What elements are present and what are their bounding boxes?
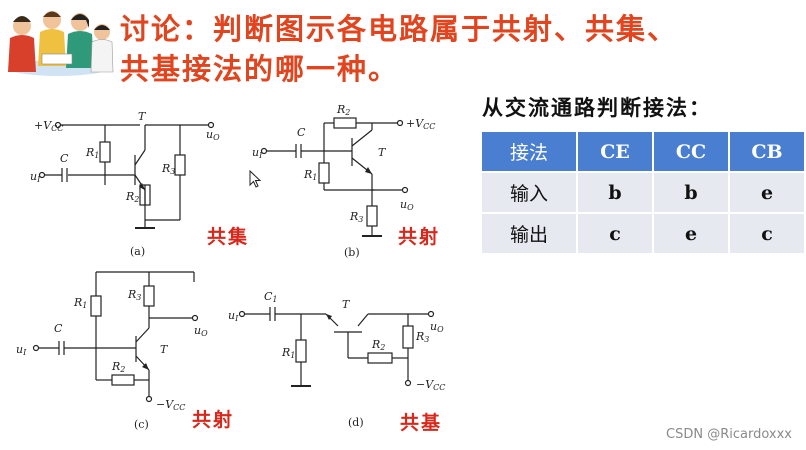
r3-label: R3 (161, 162, 175, 176)
caption-a: (a) (130, 245, 145, 258)
r2-label: R2 (125, 190, 139, 204)
transistor-label: T (378, 146, 387, 159)
answer-a: 共集 (207, 226, 250, 248)
r2-label: R2 (371, 338, 385, 352)
circuit-a: +VCC T uO uI C R1 R2 R3 (a) (30, 110, 220, 258)
header-cell: CC (652, 132, 729, 172)
ui-label: uI (30, 170, 41, 184)
caption-c: (c) (134, 418, 149, 431)
r2-label: R2 (336, 103, 350, 117)
table-cell: c (576, 212, 653, 253)
table-cell: c (728, 212, 804, 253)
header-cell: CB (728, 132, 804, 172)
table-cell: b (652, 171, 729, 213)
r2-label: R2 (111, 360, 125, 374)
row-label-cell: 输出 (482, 212, 577, 253)
ui-label: uI (252, 146, 263, 160)
circuit-d: C1 uI T R1 R2 R3 uO −VCC (d) (228, 290, 445, 429)
vcc-label: +VCC (406, 117, 435, 131)
caption-d: (d) (348, 416, 364, 429)
mouse-cursor-icon (249, 170, 261, 188)
discussion-illustration (2, 2, 114, 80)
transistor-label: T (138, 110, 147, 123)
circuit-c: R1 R3 uO C uI T R2 −VCC (c) (16, 271, 208, 431)
r3-label: R3 (127, 288, 141, 302)
circuit-b: C R2 +VCC T uI R1 uO R3 (b) (252, 103, 435, 259)
transistor-label: T (342, 298, 351, 311)
r1-label: R1 (73, 296, 87, 310)
transistor-label: T (160, 343, 169, 356)
r1-label: R1 (281, 346, 295, 360)
title-line-1: 讨论：判断图示各电路属于共射、共集、 (120, 12, 679, 46)
ui-label: uI (16, 343, 27, 357)
vcc-label: −VCC (156, 398, 185, 412)
row-label-cell: 输入 (482, 171, 577, 213)
uo-label: uO (194, 324, 208, 338)
vcc-label: −VCC (416, 378, 445, 392)
c-label: C (297, 126, 306, 139)
c-label: C1 (264, 290, 278, 304)
table-row: 输出 c e c (482, 212, 804, 253)
caption-b: (b) (344, 246, 360, 259)
watermark: CSDN @Ricardoxxx (666, 427, 792, 442)
c-label: C (60, 152, 69, 165)
connection-table: 接法 CE CC CB 输入 b b e 输出 c e c (482, 132, 804, 253)
r3-label: R3 (415, 330, 429, 344)
header-cell: CE (576, 132, 653, 172)
r1-label: R1 (303, 168, 317, 182)
r3-label: R3 (349, 210, 363, 224)
header-cell: 接法 (482, 132, 577, 172)
table-row: 输入 b b e (482, 171, 804, 213)
uo-label: uO (206, 128, 220, 142)
table-heading: 从交流通路判断接法： (482, 96, 712, 120)
table-header-row: 接法 CE CC CB (482, 132, 804, 172)
uo-label: uO (400, 198, 414, 212)
table-cell: e (652, 212, 729, 253)
table-cell: e (728, 171, 804, 213)
table-cell: b (576, 171, 653, 213)
c-label: C (54, 322, 63, 335)
answer-c: 共射 (192, 409, 235, 431)
r1-label: R1 (85, 146, 99, 160)
title-line-2: 共基接法的哪一种。 (120, 52, 400, 86)
ui-label: uI (228, 309, 239, 323)
vcc-label: +VCC (34, 119, 63, 133)
answer-d: 共基 (400, 412, 443, 434)
uo-label: uO (430, 320, 444, 334)
answer-b: 共射 (398, 226, 441, 248)
